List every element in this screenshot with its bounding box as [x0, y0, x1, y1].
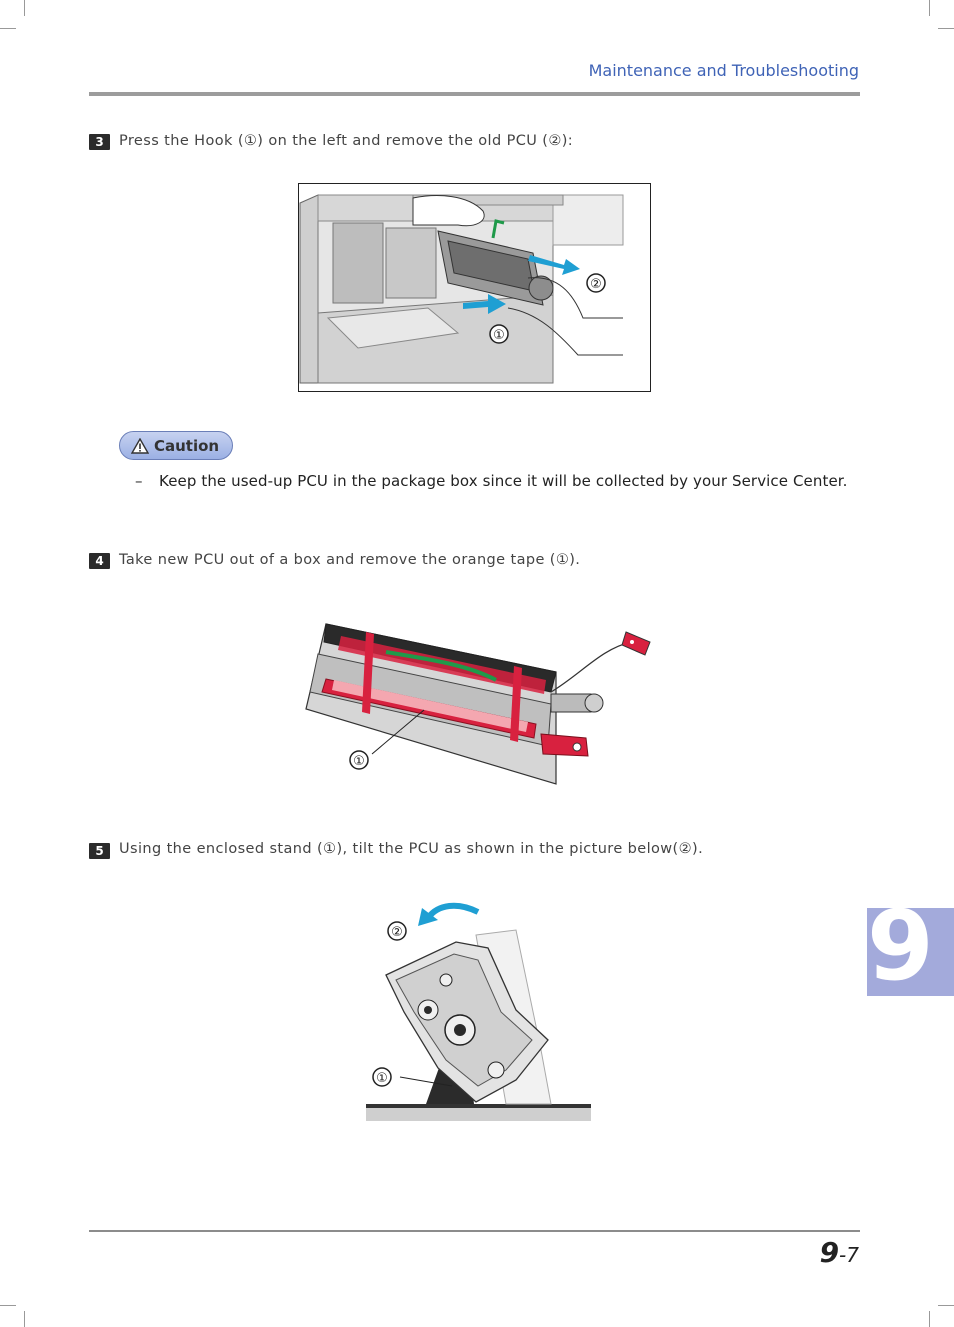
page-number-major: 9 [819, 1236, 840, 1269]
tilt-pcu-illustration: ② ① [366, 902, 591, 1121]
callout-1: ① [376, 1071, 388, 1086]
step-text: Press the Hook (①) on the left and remov… [119, 133, 574, 149]
caution-dash: – [135, 472, 143, 490]
chapter-tab: 9 [867, 908, 954, 996]
page-number-minor: -7 [839, 1243, 859, 1267]
step-number: 4 [89, 553, 110, 569]
callout-2: ② [590, 277, 602, 292]
crop-mark [24, 1311, 25, 1327]
callout-2: ② [391, 925, 403, 940]
crop-mark [0, 28, 16, 29]
crop-mark [938, 1305, 954, 1306]
crop-mark [929, 1311, 930, 1327]
crop-mark [929, 0, 930, 16]
warning-icon [131, 438, 149, 454]
crop-mark [24, 0, 25, 16]
chapter-number: 9 [867, 908, 934, 996]
step-text: Take new PCU out of a box and remove the… [119, 552, 581, 568]
new-pcu-illustration: ① [305, 623, 651, 785]
caution-badge: Caution [119, 431, 233, 460]
step-number: 3 [89, 134, 110, 150]
header-rule [89, 92, 860, 96]
callout-1: ① [493, 328, 505, 343]
crop-mark [938, 28, 954, 29]
footer-rule [89, 1230, 860, 1232]
remove-pcu-illustration: ② ① [298, 183, 651, 392]
step-number: 5 [89, 843, 110, 859]
step-text: Using the enclosed stand (①), tilt the P… [119, 841, 704, 857]
caution-text: Keep the used-up PCU in the package box … [159, 472, 848, 490]
crop-mark [0, 1305, 16, 1306]
page-number: 9-7 [820, 1236, 859, 1269]
page-header-title: Maintenance and Troubleshooting [588, 61, 859, 80]
callout-1: ① [353, 754, 365, 769]
caution-label: Caution [154, 437, 220, 455]
